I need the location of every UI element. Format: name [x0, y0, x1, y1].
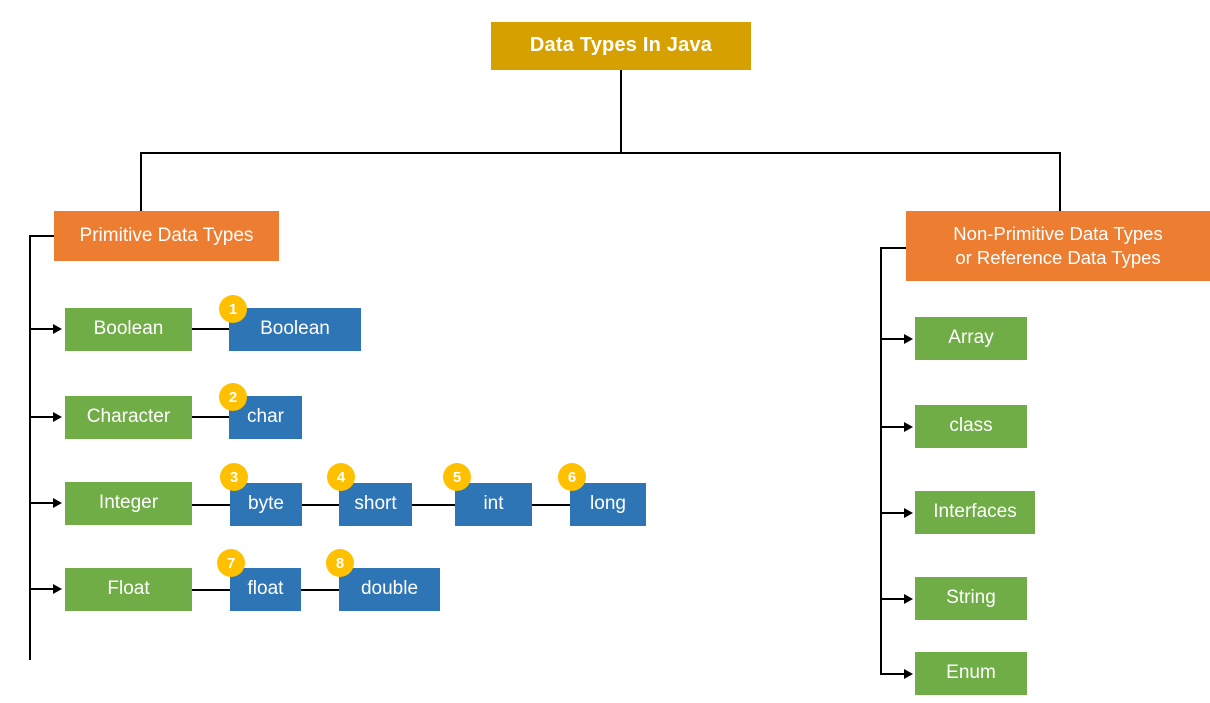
badge-1: 1 — [219, 295, 247, 323]
group-node-enum-label: Enum — [946, 662, 996, 684]
group-node-float-label: Float — [107, 578, 150, 600]
badge-8-number: 8 — [335, 554, 345, 572]
connector-arrow-line-boolean — [29, 328, 57, 330]
badge-4: 4 — [327, 463, 355, 491]
badge-4-number: 4 — [336, 468, 346, 486]
group-node-boolean-label: Boolean — [93, 318, 164, 340]
connector-arrow-line-enum — [880, 673, 908, 675]
badge-2: 2 — [219, 383, 247, 411]
badge-3: 3 — [220, 463, 248, 491]
group-node-boolean[interactable]: Boolean — [65, 308, 192, 351]
arrow-head-enum — [904, 669, 913, 679]
arrow-head-array — [904, 334, 913, 344]
leaf-node-short-label: short — [354, 493, 397, 515]
connector-split-bar — [140, 152, 1061, 154]
arrow-head-class — [904, 422, 913, 432]
root-node-label: Data Types In Java — [529, 34, 713, 57]
arrow-head-boolean — [53, 324, 62, 334]
branch-node-primitive-data-types[interactable]: Primitive Data Types — [54, 211, 279, 261]
arrow-head-float — [53, 584, 62, 594]
connector-primitive-spine — [29, 235, 31, 660]
connector-int-to-long — [532, 504, 572, 506]
badge-7-number: 7 — [226, 554, 236, 572]
connector-short-to-int — [412, 504, 456, 506]
group-node-array[interactable]: Array — [915, 317, 1027, 360]
group-node-integer[interactable]: Integer — [65, 482, 192, 525]
badge-1-number: 1 — [228, 300, 238, 318]
leaf-node-float[interactable]: float — [230, 568, 301, 611]
leaf-node-byte[interactable]: byte — [230, 483, 302, 526]
leaf-node-float-label: float — [247, 578, 284, 600]
leaf-node-double-label: double — [360, 578, 419, 600]
badge-7: 7 — [217, 549, 245, 577]
connector-drop-non-primitive — [1059, 152, 1061, 212]
badge-2-number: 2 — [228, 388, 238, 406]
group-node-class[interactable]: class — [915, 405, 1027, 448]
group-node-interfaces-label: Interfaces — [933, 501, 1017, 523]
badge-5-number: 5 — [452, 468, 462, 486]
root-node-data-types-in-java[interactable]: Data Types In Java — [491, 22, 751, 70]
group-node-array-label: Array — [948, 327, 994, 349]
connector-drop-primitive — [140, 152, 142, 212]
leaf-node-char-label: char — [247, 406, 284, 428]
connector-arrow-line-array — [880, 338, 908, 340]
branch-node-non-primitive-line1: Non-Primitive Data Types — [953, 222, 1163, 244]
group-node-enum[interactable]: Enum — [915, 652, 1027, 695]
arrow-head-string — [904, 594, 913, 604]
arrow-head-interfaces — [904, 508, 913, 518]
connector-root-stem — [620, 70, 622, 154]
leaf-node-int[interactable]: int — [455, 483, 532, 526]
connector-non-primitive-spine — [880, 247, 882, 675]
badge-3-number: 3 — [229, 468, 239, 486]
badge-6-number: 6 — [567, 468, 577, 486]
badge-5: 5 — [443, 463, 471, 491]
connector-arrow-line-integer — [29, 502, 57, 504]
leaf-node-byte-label: byte — [248, 493, 284, 515]
group-node-class-label: class — [949, 415, 993, 437]
leaf-node-long[interactable]: long — [570, 483, 646, 526]
branch-node-primitive-label: Primitive Data Types — [79, 224, 254, 246]
group-node-integer-label: Integer — [98, 492, 159, 514]
connector-float-to-double — [301, 589, 341, 591]
group-node-character[interactable]: Character — [65, 396, 192, 439]
connector-arrow-line-character — [29, 416, 57, 418]
arrow-head-integer — [53, 498, 62, 508]
leaf-node-boolean-label: Boolean — [260, 318, 330, 340]
group-node-character-label: Character — [86, 406, 171, 428]
branch-node-non-primitive-data-types[interactable]: Non-Primitive Data Types or Reference Da… — [906, 211, 1210, 281]
badge-6: 6 — [558, 463, 586, 491]
connector-primitive-stub — [29, 235, 55, 237]
connector-arrow-line-interfaces — [880, 512, 908, 514]
connector-boolean-to-leaf — [192, 328, 232, 330]
connector-byte-to-short — [302, 504, 342, 506]
leaf-node-int-label: int — [483, 493, 504, 515]
connector-non-primitive-stub — [880, 247, 908, 249]
connector-arrow-line-class — [880, 426, 908, 428]
badge-8: 8 — [326, 549, 354, 577]
group-node-string-label: String — [946, 587, 996, 609]
branch-node-non-primitive-line2: or Reference Data Types — [955, 247, 1161, 268]
connector-arrow-line-string — [880, 598, 908, 600]
group-node-string[interactable]: String — [915, 577, 1027, 620]
connector-arrow-line-float — [29, 588, 57, 590]
group-node-float[interactable]: Float — [65, 568, 192, 611]
group-node-interfaces[interactable]: Interfaces — [915, 491, 1035, 534]
connector-float-group-to-leaf — [192, 589, 232, 591]
connector-integer-to-byte — [192, 504, 232, 506]
leaf-node-short[interactable]: short — [339, 483, 412, 526]
arrow-head-character — [53, 412, 62, 422]
leaf-node-boolean[interactable]: Boolean — [229, 308, 361, 351]
connector-character-to-leaf — [192, 416, 232, 418]
leaf-node-double[interactable]: double — [339, 568, 440, 611]
leaf-node-long-label: long — [590, 493, 626, 515]
